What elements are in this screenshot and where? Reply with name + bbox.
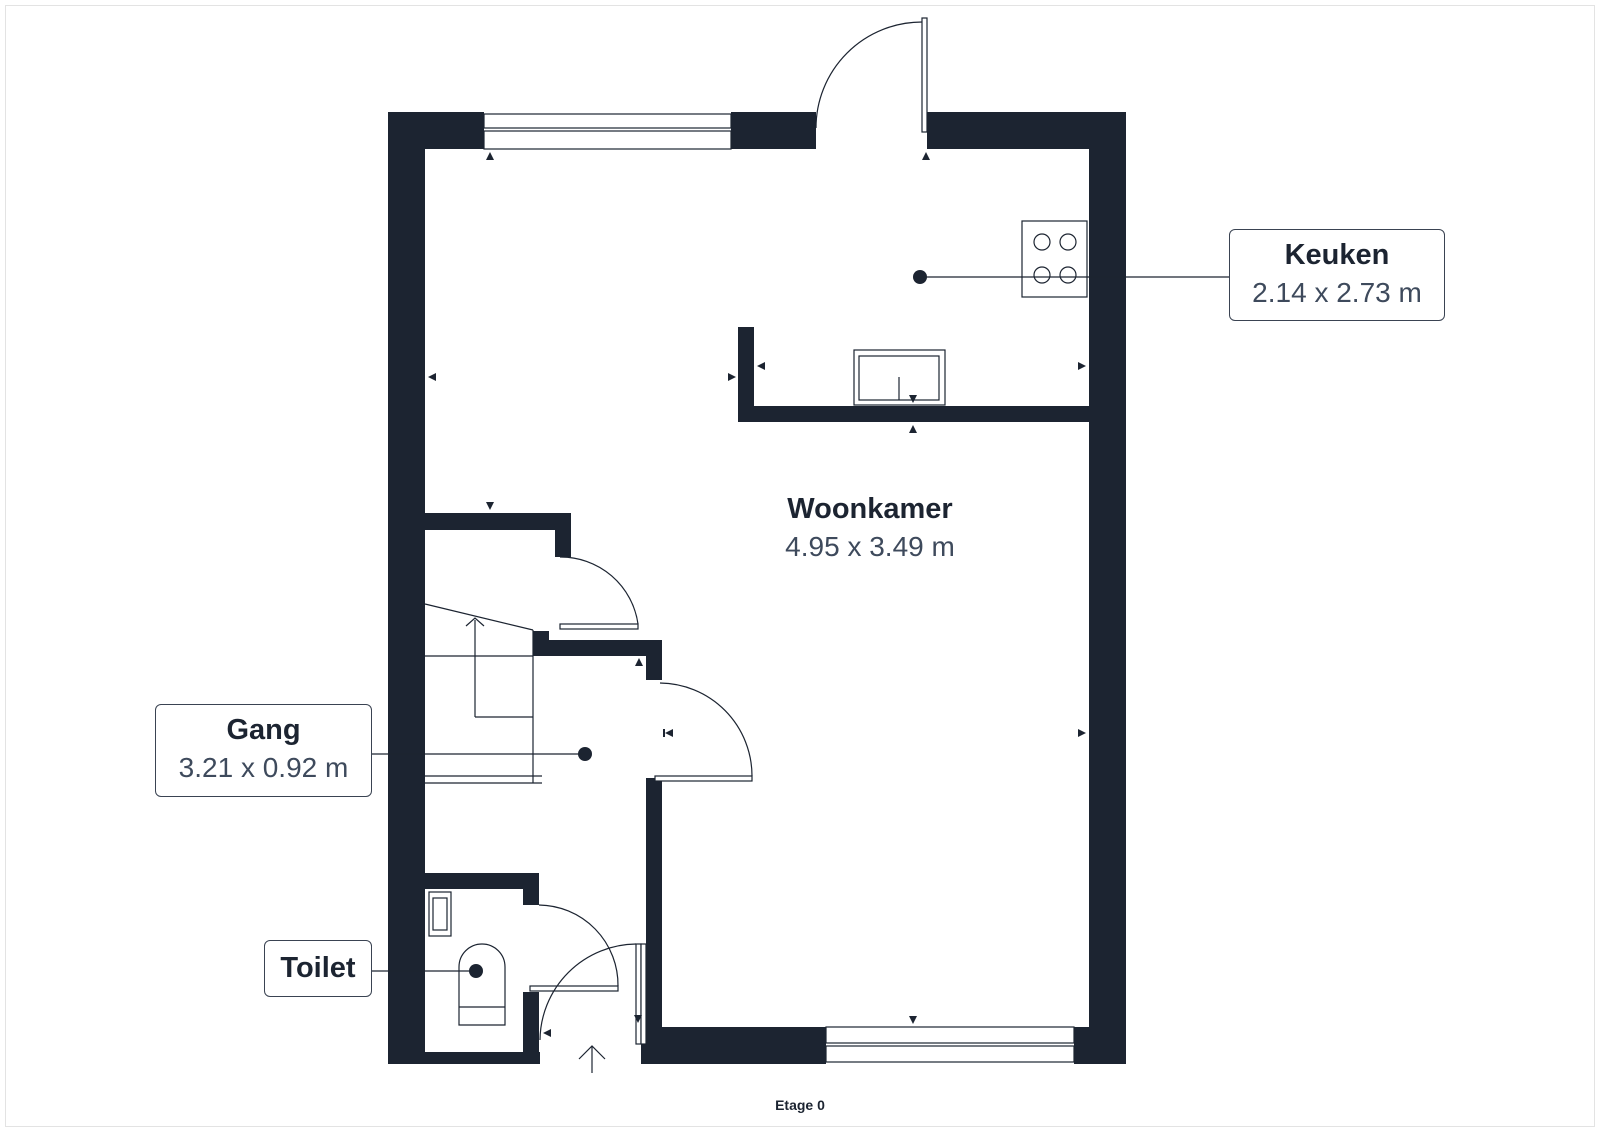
room-name: Woonkamer xyxy=(787,493,953,525)
garden-door xyxy=(815,17,928,133)
entrance-arrow xyxy=(578,1045,606,1073)
room-label-toilet: Toilet xyxy=(264,940,372,997)
toilet-fixtures xyxy=(428,891,506,1026)
room-dimensions: 3.21 x 0.92 m xyxy=(178,752,349,783)
page-frame xyxy=(5,5,1595,1127)
room-label-woonkamer: Woonkamer 4.95 x 3.49 m xyxy=(740,490,1000,566)
interior-walls xyxy=(425,513,662,1064)
staircase xyxy=(424,603,542,784)
floor-label: Etage 0 xyxy=(775,1097,825,1113)
room-label-keuken: Keuken 2.14 x 2.73 m xyxy=(1229,229,1445,321)
room-name: Gang xyxy=(226,714,301,746)
room-dimensions: 2.14 x 2.73 m xyxy=(1252,277,1422,308)
room-dimensions: 4.95 x 3.49 m xyxy=(785,531,955,562)
room-label-gang: Gang 3.21 x 0.92 m xyxy=(155,704,372,797)
windows xyxy=(483,113,1075,1063)
exterior-walls xyxy=(388,112,1126,1064)
label-leaders xyxy=(370,270,1229,978)
room-name: Toilet xyxy=(280,952,356,984)
kitchen-fixtures xyxy=(853,220,1088,406)
measurement-markers xyxy=(428,152,1086,1037)
room-name: Keuken xyxy=(1284,239,1390,271)
interior-doors xyxy=(529,556,753,1045)
kitchen-divider-wall xyxy=(738,327,1090,422)
